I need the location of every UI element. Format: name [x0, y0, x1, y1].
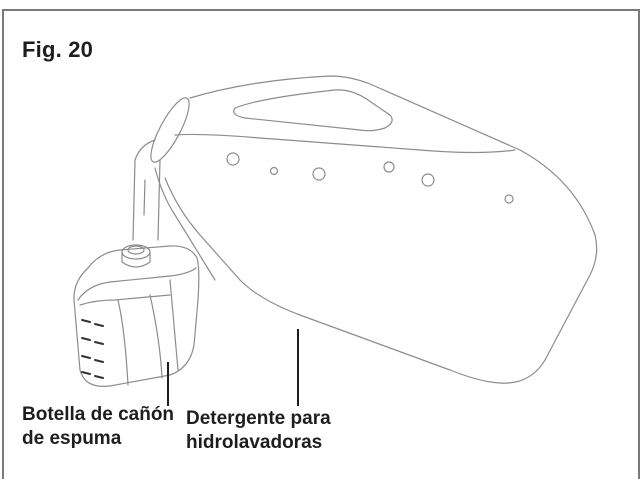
foam-bottle-icon — [73, 244, 200, 388]
figure-frame — [2, 9, 640, 479]
detergent-jug-icon — [132, 75, 598, 384]
foam-bottle-label-line2: de espuma — [22, 428, 122, 449]
figure-title: Fig. 20 — [22, 37, 94, 62]
foam-bottle-label: Botella de cañón de espuma — [22, 403, 174, 451]
detergent-label-line2: hidrolavadoras — [186, 432, 323, 453]
detergent-label-line1: Detergente para — [186, 408, 331, 429]
detergent-label: Detergente para hidrolavadoras — [186, 407, 331, 455]
foam-bottle-label-line1: Botella de cañón — [22, 404, 175, 425]
